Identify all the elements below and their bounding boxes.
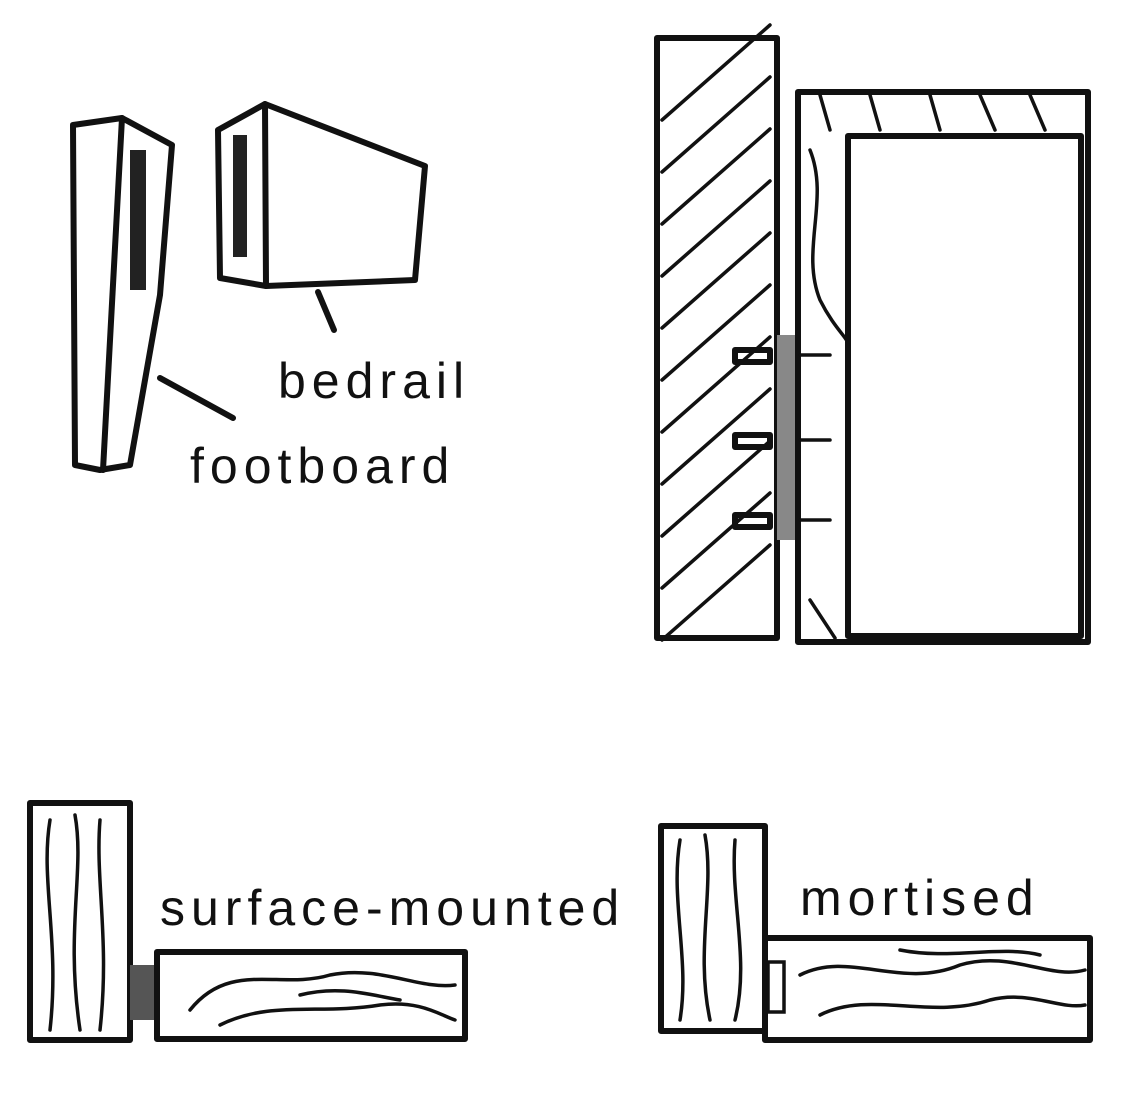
post-hatching [660,23,772,642]
hatch-line [660,127,772,226]
hardware-plate [777,335,799,540]
bedrail-label: bedrail [278,353,470,409]
footboard-drawing [70,115,236,473]
hatch-line [660,179,772,278]
footboard-label: footboard [190,438,455,494]
mortised-drawing [658,823,1093,1043]
footboard-leader-line [157,375,236,421]
bedrail-leader-line [315,289,337,333]
bedrail-drawing [215,101,428,333]
hatch-line [660,283,772,382]
hatch-line [660,387,772,486]
hatch-line [660,439,772,538]
surface-mounted-label: surface-mounted [160,880,625,936]
section-view-drawing [654,23,1091,645]
hatch-line [660,75,772,174]
mortised-label: mortised [800,870,1040,926]
hatch-line [660,231,772,330]
hatch-line [660,543,772,642]
hatch-line [660,491,772,590]
surface-mounted-drawing [27,800,468,1043]
hatch-line [660,23,772,122]
